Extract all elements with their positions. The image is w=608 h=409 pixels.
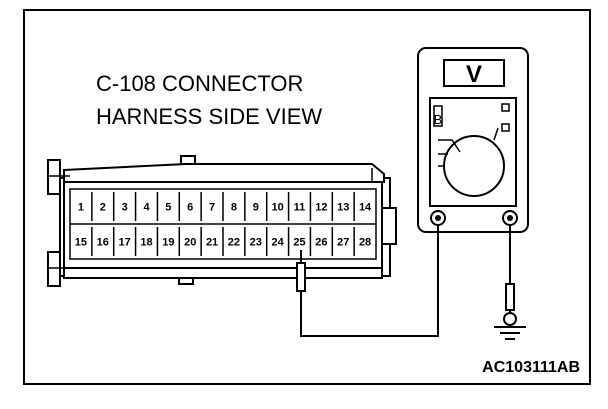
dial-tick-1: [438, 139, 461, 153]
top-locking-tab: [180, 155, 196, 165]
ground-clip: [505, 283, 515, 311]
connector-title-line1: C-108 CONNECTOR: [96, 71, 303, 96]
pin-12: 12: [315, 202, 327, 214]
pin-27: 27: [337, 237, 349, 249]
dial-tick-4: [493, 127, 499, 141]
ground-icon: [494, 283, 526, 340]
pin-21: 21: [206, 237, 218, 249]
voltmeter-unit: V: [466, 61, 482, 88]
pin-24: 24: [272, 237, 285, 249]
pin-16: 16: [97, 237, 109, 249]
pin-2: 2: [100, 202, 106, 214]
pin-1: 1: [78, 202, 84, 214]
pin-20: 20: [184, 237, 196, 249]
pin-22: 22: [228, 237, 240, 249]
pin-17: 17: [119, 237, 131, 249]
range-label: B: [434, 112, 443, 127]
pin-18: 18: [140, 237, 152, 249]
pin-6: 6: [187, 202, 193, 214]
left-rail-top: [47, 159, 61, 195]
pin-25: 25: [293, 237, 305, 249]
connector-bottom-edge: [63, 267, 383, 279]
pin-19: 19: [162, 237, 174, 249]
connector-title-line2: HARNESS SIDE VIEW: [96, 104, 322, 129]
voltmeter-icon: V B: [417, 47, 529, 233]
voltmeter-display: [443, 59, 505, 87]
pin-14: 14: [359, 202, 372, 214]
negative-terminal-dot: [435, 215, 441, 221]
probe-lead-wire: [300, 225, 439, 337]
pin-9: 9: [253, 202, 259, 214]
pin-3: 3: [122, 202, 128, 214]
mode-box-1: [501, 103, 510, 112]
pin-7: 7: [209, 202, 215, 214]
ground-ring: [503, 312, 517, 326]
pin-8: 8: [231, 202, 237, 214]
positive-terminal-dot: [507, 215, 513, 221]
pin-26: 26: [315, 237, 327, 249]
pin-28: 28: [359, 237, 371, 249]
pin-13: 13: [337, 202, 349, 214]
connector-top-edge: [63, 163, 385, 183]
left-rail-bottom: [47, 251, 61, 287]
figure-reference-code: AC103111AB: [482, 359, 580, 376]
mode-box-2: [501, 123, 510, 132]
pin-10: 10: [272, 202, 284, 214]
pin-15: 15: [75, 237, 87, 249]
probe-tip: [296, 262, 306, 292]
pin-23: 23: [250, 237, 262, 249]
pin-11: 11: [294, 202, 306, 214]
diagram-frame: [23, 9, 591, 385]
pin-4: 4: [143, 202, 150, 214]
range-indicator: [433, 105, 443, 127]
pin-5: 5: [165, 202, 171, 214]
selector-dial: [443, 135, 505, 197]
